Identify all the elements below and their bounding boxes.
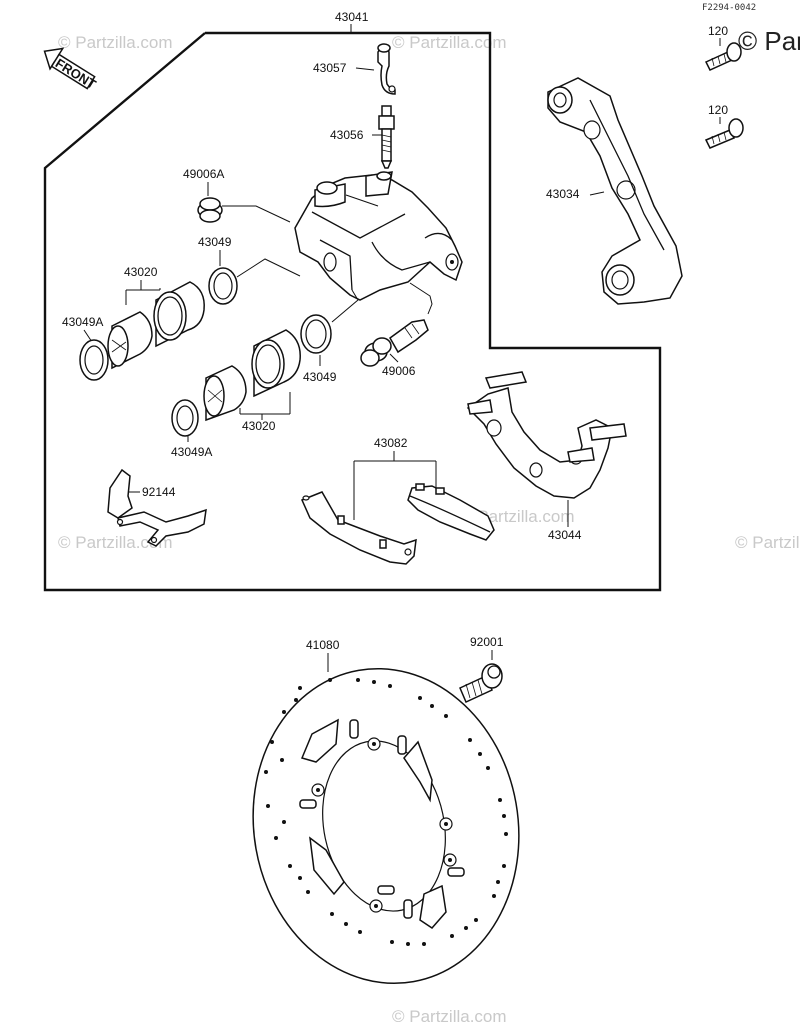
brake-pad-43082-left — [300, 491, 417, 565]
part-label-92144: 92144 — [142, 485, 176, 499]
caliper-bracket-43034 — [547, 77, 683, 305]
watermark-text: © Partzilla.com — [58, 33, 173, 52]
part-label-43082: 43082 — [374, 436, 408, 450]
brake-disc-41080 — [252, 667, 520, 985]
watermarks: © Partzilla.com © Partzilla.com © Partzi… — [58, 26, 800, 1026]
part-label-41080: 41080 — [306, 638, 340, 652]
watermark-text: © Partzilla.com — [58, 533, 173, 552]
part-label-43049-top: 43049 — [198, 235, 232, 249]
part-label-43020-bottom: 43020 — [242, 419, 276, 433]
part-label-43049-mid: 43049 — [303, 370, 337, 384]
dust-seal-43049A-left — [79, 339, 109, 381]
watermark-text: © Partzilla.com — [392, 1007, 507, 1026]
seal-ring-43049-top — [208, 267, 238, 305]
anti-rattle-spring-92144 — [107, 468, 207, 547]
watermark-text: © Partzilla.com — [735, 533, 800, 552]
seal-ring-43049-mid — [300, 314, 332, 354]
watermark-text: © Partzilla.com — [392, 33, 507, 52]
part-label-43057: 43057 — [313, 61, 347, 75]
caliper-holder-43044 — [466, 371, 627, 499]
part-label-43049A-bottom: 43049A — [171, 445, 212, 459]
bolt-120-second — [704, 118, 744, 149]
diagram-code: F2294-0042 — [702, 3, 756, 13]
dust-seal-43049A-bottom — [171, 399, 199, 437]
part-label-43034: 43034 — [546, 187, 580, 201]
bleeder-valve-43056 — [378, 105, 395, 169]
boot-49006A — [197, 197, 223, 223]
part-label-49006A: 49006A — [183, 167, 224, 181]
part-label-120-top: 120 — [708, 24, 728, 38]
part-label-92001: 92001 — [470, 635, 504, 649]
front-arrow-label: FRONT — [53, 55, 99, 91]
part-label-43041: 43041 — [335, 10, 369, 24]
part-label-43020-top: 43020 — [124, 265, 158, 279]
part-label-49006: 49006 — [382, 364, 416, 378]
brake-pad-43082-right — [407, 483, 495, 541]
part-label-43044: 43044 — [548, 528, 582, 542]
part-label-120-second: 120 — [708, 103, 728, 117]
disc-bolt-92001 — [459, 663, 503, 704]
bolt-120-top — [704, 42, 742, 71]
watermark-corner-text: © Par — [738, 26, 800, 56]
bleeder-cap-43057 — [377, 43, 396, 95]
piston-43020-top-inner — [107, 311, 153, 370]
part-label-43049A-left: 43049A — [62, 315, 103, 329]
leader-line — [345, 194, 379, 207]
piston-43020-top — [153, 281, 205, 348]
caliper-body-43041 — [294, 171, 463, 301]
part-label-43056: 43056 — [330, 128, 364, 142]
slide-pin-49006 — [360, 319, 429, 367]
assembly-boundary — [43, 31, 662, 592]
piston-43020-bottom — [203, 329, 301, 422]
